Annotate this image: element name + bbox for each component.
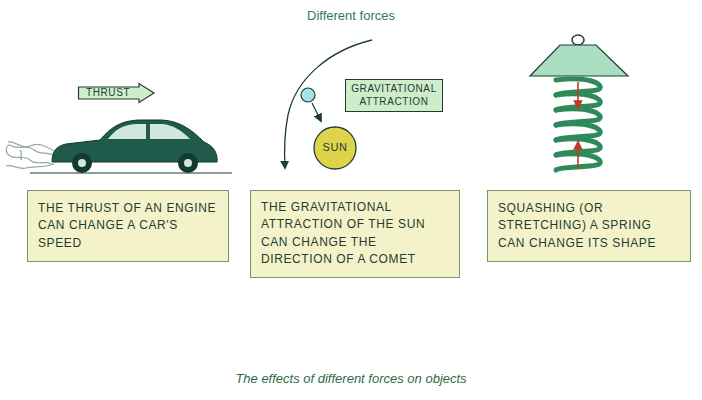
node-text: SUN	[322, 141, 347, 155]
spring-coils	[556, 79, 600, 170]
sun-circle: SUN	[313, 126, 357, 170]
description-box: THE GRAVITATIONAL ATTRACTION OF THE SUN …	[250, 190, 460, 278]
node-text: THE THRUST OF AN ENGINE CAN CHANGE A CAR…	[38, 200, 218, 252]
node-text: THRUST	[86, 87, 130, 100]
node-text: SQUASHING (OR STRETCHING) A SPRING CAN C…	[498, 200, 680, 252]
ground-line	[30, 172, 232, 173]
force-label: THRUST	[78, 83, 155, 103]
description-box: THE THRUST OF AN ENGINE CAN CHANGE A CAR…	[27, 190, 229, 262]
car	[52, 120, 217, 173]
description-box: SQUASHING (OR STRETCHING) A SPRING CAN C…	[487, 190, 691, 262]
diagram-caption: The effects of different forces on objec…	[0, 371, 702, 386]
node-text: GRAVITATIONAL ATTRACTION	[351, 83, 437, 108]
squash-arrow	[577, 82, 579, 108]
comet	[301, 88, 315, 102]
node-text: THE GRAVITATIONAL ATTRACTION OF THE SUN …	[261, 199, 449, 269]
spring-weight	[530, 35, 628, 76]
diagram-title: Different forces	[0, 8, 702, 23]
attraction-arrow	[312, 103, 321, 121]
force-label: GRAVITATIONAL ATTRACTION	[345, 79, 443, 112]
exhaust-smoke	[6, 142, 58, 169]
squash-arrow	[577, 142, 579, 168]
